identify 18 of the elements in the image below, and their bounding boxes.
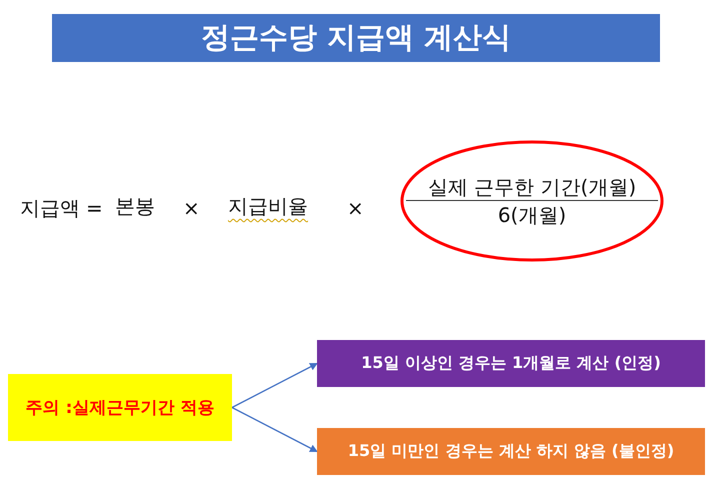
formula-term: 지급비율 <box>228 196 308 216</box>
formula-term: 본봉 <box>115 196 155 216</box>
highlight-ellipse <box>400 140 664 262</box>
box-text: 15일 이상인 경우는 1개월로 계산 (인정) <box>361 353 661 374</box>
arrow <box>232 362 318 408</box>
condition-box <box>317 428 705 475</box>
formula-term: 지급액 <box>20 198 80 218</box>
box-text: 주의 :실제근무기간 적용 <box>26 397 214 419</box>
multiply-sign: × <box>347 198 364 218</box>
note-box <box>8 374 232 441</box>
title-banner: 정근수당 지급액 계산식 <box>52 14 660 62</box>
condition-box <box>317 340 705 387</box>
fraction-numerator: 실제 근무한 기간(개월) <box>426 176 638 200</box>
fraction-denominator: 6(개월) <box>498 202 566 226</box>
arrow <box>232 406 318 452</box>
box-text: 15일 미만인 경우는 계산 하지 않음 (불인정) <box>348 441 674 462</box>
multiply-sign: × <box>183 198 200 218</box>
equals-sign: = <box>86 198 103 218</box>
